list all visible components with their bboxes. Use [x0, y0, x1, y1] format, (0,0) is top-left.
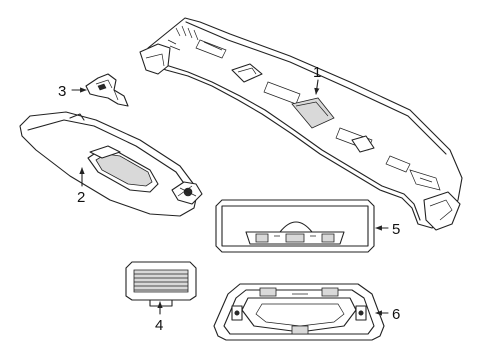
leader-lines: [71, 79, 389, 316]
leader-1: [314, 79, 320, 95]
callout-6: 6: [392, 306, 400, 323]
callout-5: 5: [392, 221, 400, 238]
overhead-console-base: [213, 283, 385, 341]
callout-2: 2: [77, 189, 85, 206]
sun-visor: [19, 111, 203, 217]
callout-1: 1: [313, 64, 321, 81]
header-trim-panel: [139, 17, 463, 231]
dome-lamp-housing: [215, 199, 375, 253]
callout-4: 4: [155, 317, 163, 334]
visor-hook-clip: [85, 73, 129, 107]
callout-3: 3: [58, 83, 66, 100]
lamp-lens: [125, 261, 197, 307]
